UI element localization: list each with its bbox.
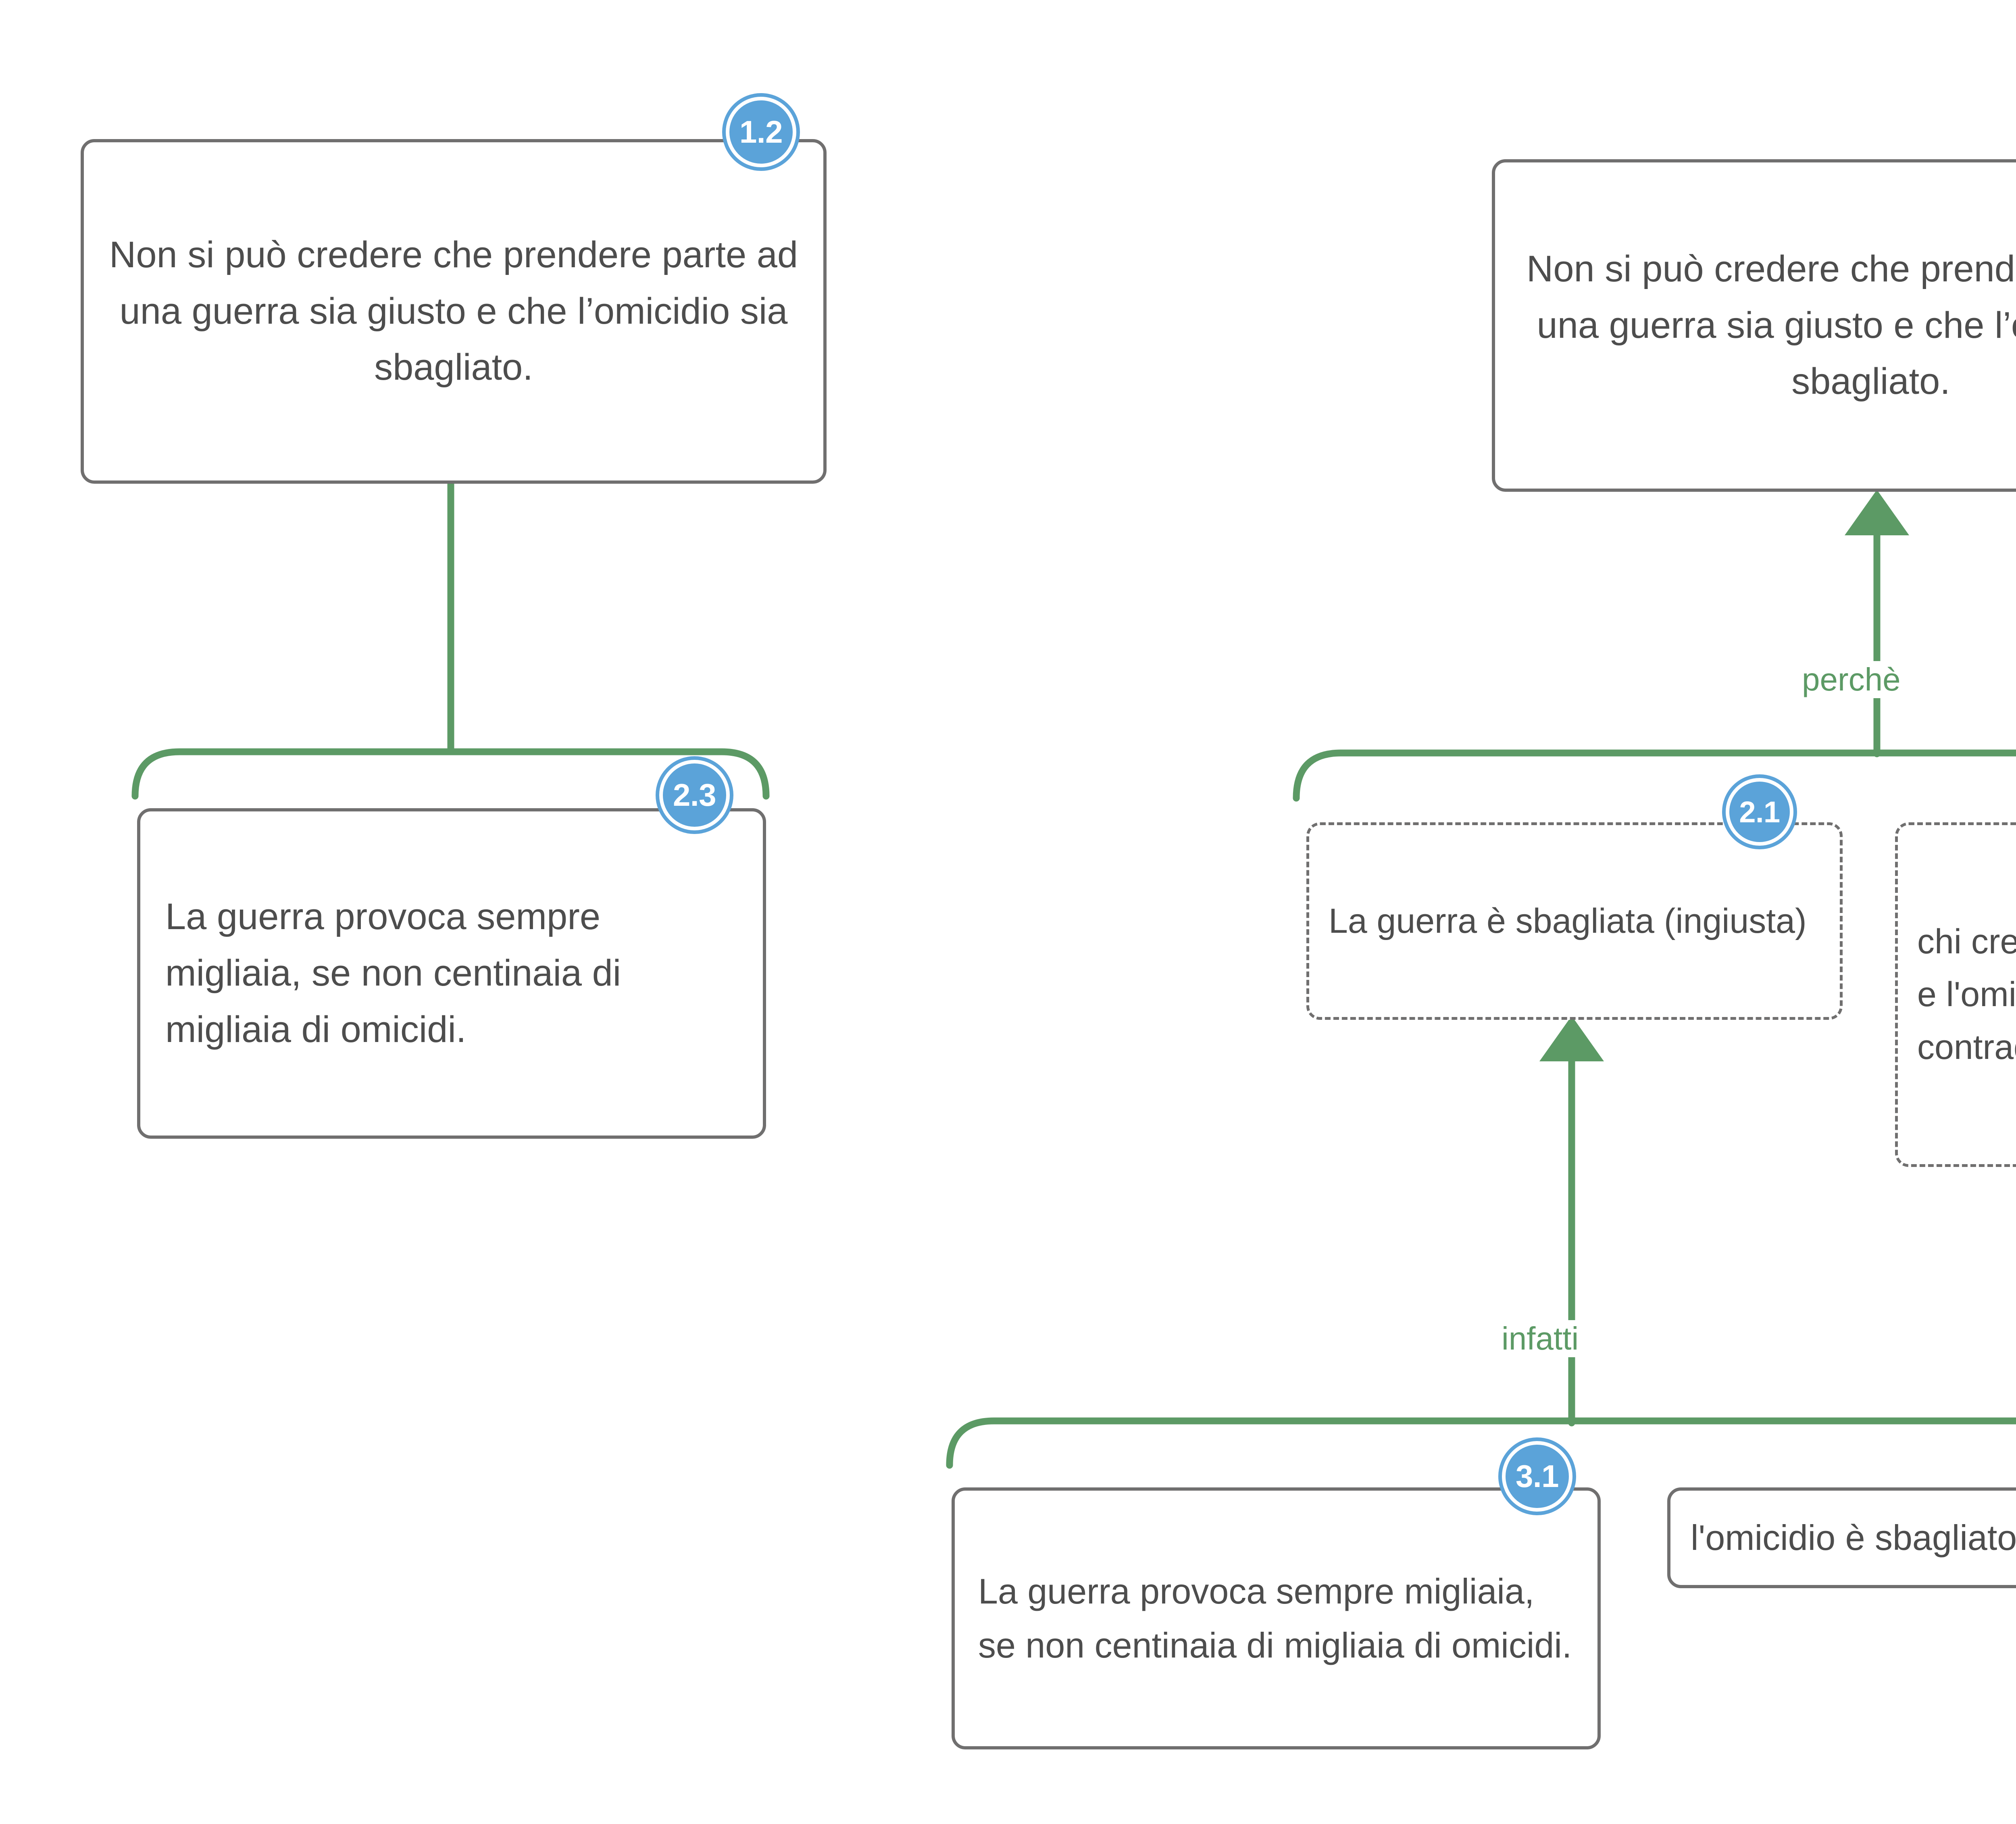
- statement-box-2-3[interactable]: La guerra provoca sempre migliaia, se no…: [137, 808, 766, 1139]
- node-badge-2-3[interactable]: 2.3: [656, 756, 733, 834]
- node-badge-3-1[interactable]: 3.1: [1498, 1437, 1576, 1515]
- statement-text-2-1: La guerra è sbagliata (ingiusta): [1329, 901, 1807, 940]
- statement-text-3-1: La guerra provoca sempre migliaia, se no…: [978, 1571, 1572, 1665]
- infatti-arrow-head: [1539, 1016, 1604, 1061]
- statement-text-2-3: La guerra provoca sempre migliaia, se no…: [165, 896, 621, 1050]
- statement-text-2-2: chi crede che la guerra è giusta e l'omi…: [1917, 922, 2016, 1067]
- connector-label-perche[interactable]: perchè: [1796, 661, 1906, 698]
- statement-box-2-1[interactable]: La guerra è sbagliata (ingiusta): [1306, 822, 1843, 1020]
- perche-arrow-head: [1845, 490, 1909, 535]
- statement-box-1-2[interactable]: Non si può credere che prendere parte ad…: [81, 139, 827, 484]
- statement-box-2-2[interactable]: chi crede che la guerra è giusta e l'omi…: [1895, 822, 2016, 1167]
- statement-text-1-1: Non si può credere che prendere parte ad…: [1526, 248, 2016, 402]
- statement-box-1-1[interactable]: Non si può credere che prendere parte ad…: [1492, 159, 2016, 492]
- statement-text-1-2: Non si può credere che prendere parte ad…: [109, 234, 798, 388]
- infatti-bracket: [946, 1417, 2016, 1469]
- statement-box-3-2[interactable]: l'omicidio è sbagliato: [1667, 1487, 2016, 1588]
- statement-text-3-2: l'omicidio è sbagliato: [1691, 1518, 2016, 1558]
- perche-bracket: [1293, 749, 2016, 802]
- statement-box-3-1[interactable]: La guerra provoca sempre migliaia, se no…: [952, 1487, 1601, 1749]
- connector-label-infatti[interactable]: infatti: [1496, 1320, 1585, 1357]
- node-badge-2-1[interactable]: 2.1: [1722, 774, 1797, 849]
- node-badge-1-2[interactable]: 1.2: [722, 93, 800, 171]
